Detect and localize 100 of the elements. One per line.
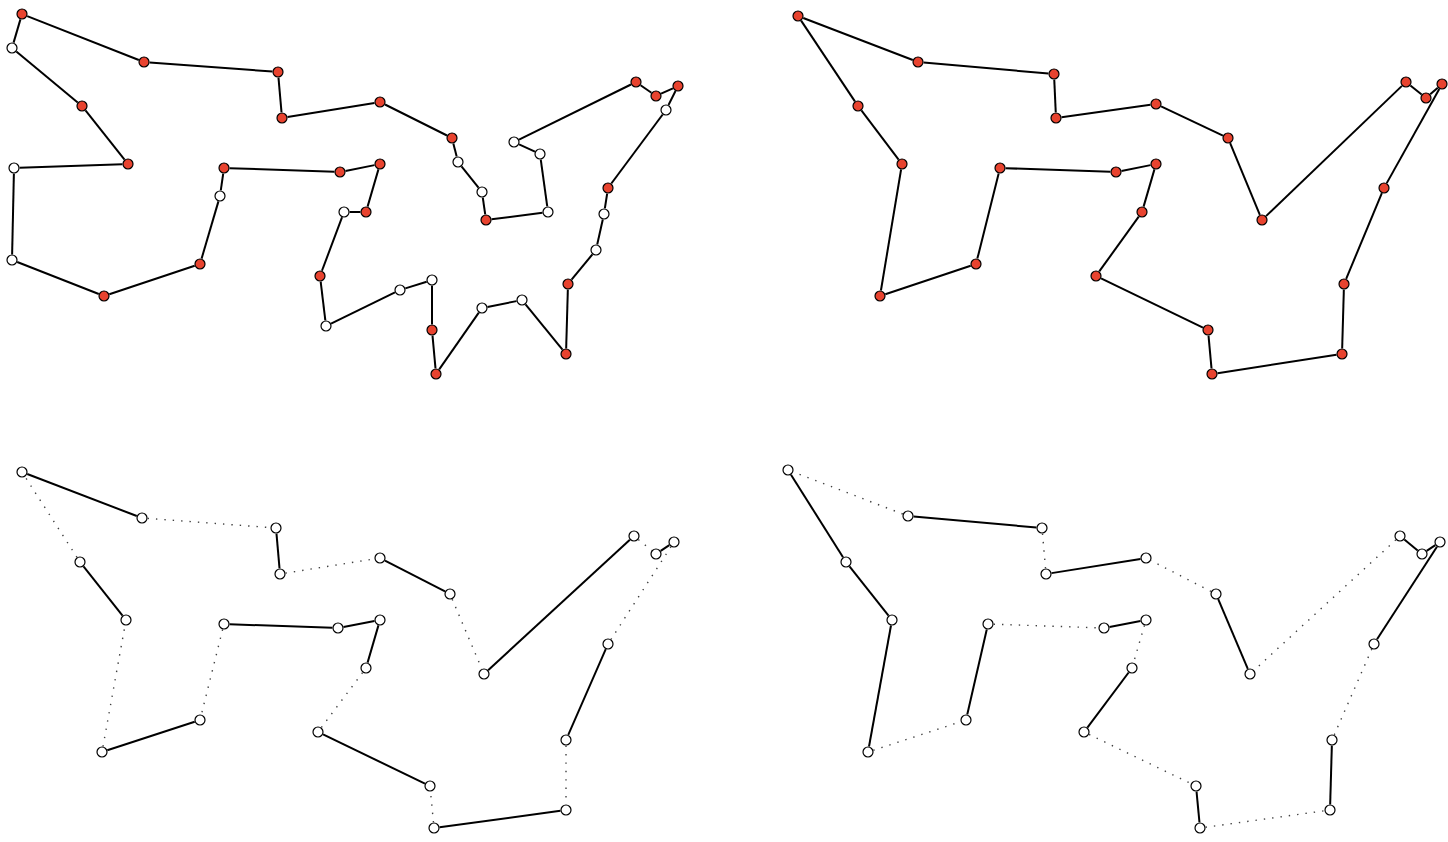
connector-line [148, 61, 274, 73]
connector-line [481, 196, 487, 216]
connector-line [1120, 164, 1152, 172]
connector-line [912, 515, 1038, 529]
connector-line [1425, 544, 1437, 552]
connector-line [1050, 557, 1142, 575]
connector-line [438, 809, 562, 829]
connector-line [1004, 167, 1112, 173]
connector-line [366, 624, 380, 664]
connector-line [1108, 620, 1142, 628]
connector-line [460, 165, 480, 189]
connector-line [922, 61, 1050, 75]
connector-line [366, 168, 380, 208]
connector-line [1086, 671, 1130, 729]
connector-line [82, 565, 124, 617]
connector-line [1142, 168, 1156, 208]
connector-line [610, 546, 672, 640]
connector-line [1204, 810, 1326, 828]
connector-line [26, 473, 138, 517]
dot [1436, 78, 1448, 90]
connector-line [1132, 624, 1146, 664]
connector-line [1100, 277, 1204, 329]
connector-line [570, 253, 594, 281]
connector-line [490, 211, 544, 221]
connector-line [11, 172, 15, 256]
connector-line [603, 192, 609, 210]
connector-line [322, 733, 426, 785]
connector-line [800, 19, 856, 103]
dot [1420, 92, 1432, 104]
connector-line [228, 623, 334, 629]
connector-line [1098, 215, 1140, 273]
connector-line [344, 164, 376, 172]
connector-line [567, 648, 607, 736]
connector-line [1403, 538, 1419, 552]
connector-line [802, 17, 914, 61]
connector-line [277, 76, 283, 114]
connector-line [320, 671, 364, 729]
connector-line [200, 200, 220, 260]
connector-line [219, 172, 225, 192]
connector-line [1041, 532, 1047, 570]
connector-line [879, 168, 903, 292]
connector-line [1429, 86, 1439, 96]
connector-line [659, 544, 671, 552]
connector-line [319, 280, 327, 322]
connector-line [860, 109, 900, 161]
connector-line [84, 109, 126, 161]
connector-line [1329, 744, 1333, 806]
connector-line [1160, 105, 1224, 137]
connector-line [1060, 103, 1152, 119]
connector-line [404, 280, 428, 290]
connector-line [16, 261, 100, 295]
connector-line [342, 620, 376, 628]
connector-line [1333, 648, 1373, 736]
connector-line [487, 538, 631, 672]
connector-line [1265, 84, 1403, 218]
connector-line [518, 83, 632, 141]
connector-line [1376, 545, 1438, 641]
connector-line [431, 284, 433, 326]
connector-line [610, 113, 664, 185]
connector-line [284, 558, 376, 574]
connector-line [1385, 87, 1441, 185]
connector-line [1345, 192, 1383, 280]
connector-line [320, 216, 344, 272]
connector-line [286, 101, 376, 119]
connector-line [539, 158, 549, 208]
connector-line [1229, 142, 1261, 216]
connector-line [1341, 288, 1345, 350]
connector-line [1217, 598, 1249, 670]
connector-line [992, 623, 1100, 629]
connector-line [431, 334, 437, 370]
connector-line [1216, 353, 1338, 375]
connector-line [429, 790, 435, 824]
connector-line [1409, 84, 1423, 96]
connector-line [348, 211, 362, 213]
connector-line [228, 167, 336, 173]
connector-line [660, 87, 674, 95]
connector-line [848, 565, 890, 617]
connector-line [384, 559, 447, 593]
connector-line [1195, 790, 1201, 824]
connector-line [146, 517, 272, 529]
connector-line [26, 15, 140, 61]
connector-line [1207, 334, 1213, 370]
connector-line [1253, 539, 1397, 671]
connector-line [868, 624, 892, 748]
connector-line [438, 311, 480, 371]
connector-line [639, 84, 653, 94]
connector-line [384, 103, 448, 137]
connector-line [565, 288, 569, 350]
connector-line [330, 291, 396, 325]
connector-line [1088, 733, 1192, 785]
connector-line [18, 163, 124, 169]
connector-line [108, 264, 196, 296]
connector-line [524, 303, 564, 351]
connector-line [976, 172, 1000, 260]
connector-line [1053, 78, 1057, 114]
connector-line [24, 476, 78, 558]
connector-line [790, 473, 844, 559]
connector-line [452, 142, 458, 158]
connector-line [667, 90, 677, 106]
connector-line [637, 538, 653, 552]
